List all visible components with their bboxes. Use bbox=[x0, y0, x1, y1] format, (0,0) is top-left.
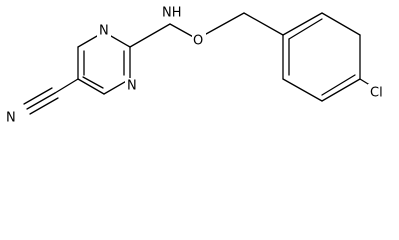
atom-nitrile-n: N bbox=[6, 111, 16, 126]
nitrile-group bbox=[23, 87, 59, 115]
atom-amine: NH bbox=[162, 6, 182, 21]
molecule-structure: N N N NH O Cl bbox=[6, 5, 383, 126]
atom-oxygen: O bbox=[193, 34, 203, 49]
atom-ring-n-bottom: N bbox=[127, 79, 137, 94]
bond-nitrile-ring bbox=[54, 78, 79, 94]
pyrimidine-ring bbox=[77, 31, 131, 95]
atom-ring-n-top: N bbox=[99, 24, 109, 39]
phenyl-ring bbox=[282, 12, 361, 102]
bond-ring-nh bbox=[129, 23, 171, 48]
bond-ch2-ar bbox=[243, 12, 284, 36]
atom-chlorine: Cl bbox=[370, 86, 383, 101]
